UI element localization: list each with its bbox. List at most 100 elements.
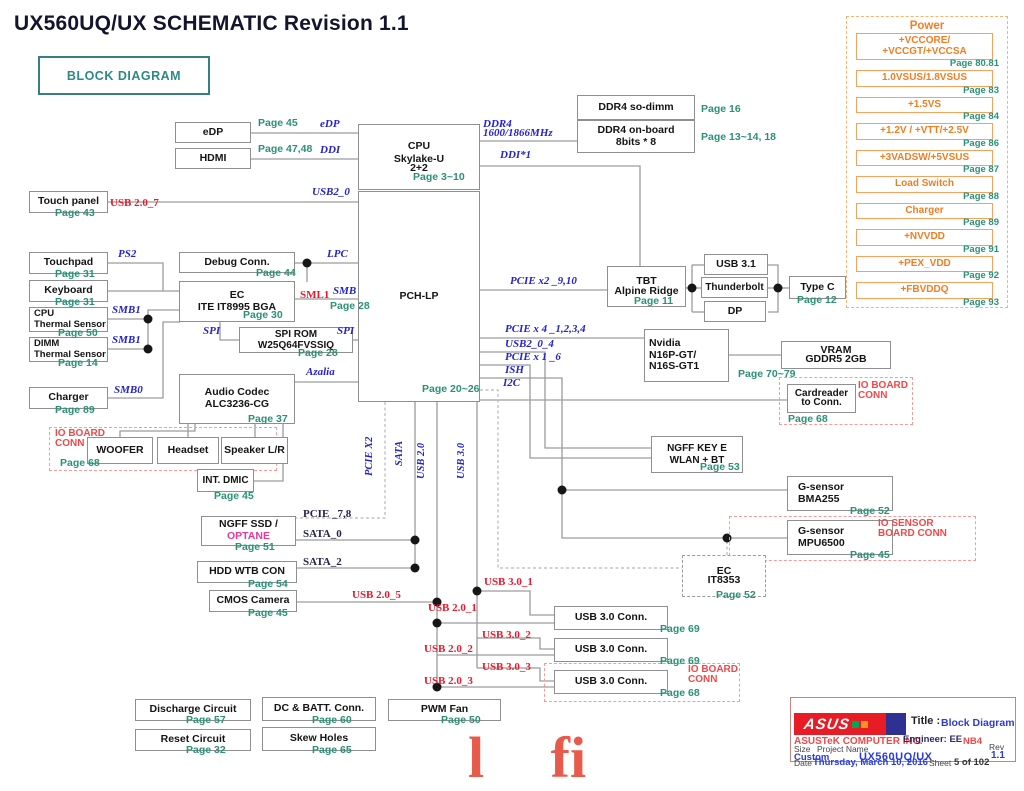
audio-codec-block: Audio Codec ALC3236-CG (179, 374, 295, 424)
size-label: Size (794, 744, 811, 754)
page-ref: Page 37 (248, 413, 288, 425)
page-ref: Page 12 (797, 294, 837, 306)
bus-edp: eDP (320, 118, 340, 130)
usb30-conn1-block: USB 3.0 Conn. (554, 606, 668, 630)
project-name-label: Project Name (817, 744, 869, 754)
block-diagram-legend: BLOCK DIAGRAM (38, 56, 210, 95)
spi-rom-block: SPI ROM W25Q64FVSSIQ (239, 327, 353, 353)
touchpad-block: Touchpad (29, 252, 108, 274)
page-ref: Page 28 (330, 300, 370, 312)
page-ref: Page 44 (256, 267, 296, 279)
page-ref: Page 14 (58, 357, 98, 369)
page-ref: Page 89 (55, 404, 95, 416)
schematic-wires (108, 132, 789, 692)
sheet-label: Sheet (929, 758, 952, 768)
page-title: UX560UQ/UX SCHEMATIC Revision 1.1 (14, 12, 409, 35)
rev-value: 1.1 (991, 750, 1005, 761)
usb30-conn2-block: USB 3.0 Conn. (554, 638, 668, 662)
power-rail: Charger (856, 202, 993, 219)
ngff-ssd-label: NGFF SSD / (219, 518, 278, 531)
bus-pcie-x2-vertical: PCIE X2 (364, 436, 375, 476)
bus-ddi: DDI (320, 144, 341, 156)
usb31-block: USB 3.1 (704, 254, 768, 275)
power-rail: +PEX_VDD (856, 255, 993, 272)
page-ref: Page 52 (850, 505, 890, 517)
dc-batt-conn-block: DC & BATT. Conn. (262, 697, 376, 721)
page-ref: Page 53 (700, 461, 740, 473)
watermark-left-glyph: l (468, 725, 485, 790)
page-ref: Page 31 (55, 268, 95, 280)
dimm-thermal-sensor-block: DIMM Thermal Sensor (29, 337, 108, 362)
power-rail-page: Page 92 (963, 270, 999, 281)
asus-logo: ASUS (794, 713, 906, 735)
cpu-label: CPU (407, 139, 431, 152)
page-ref: Page 65 (312, 744, 352, 756)
page-ref: Page 51 (235, 541, 275, 553)
page-ref: Page 31 (55, 296, 95, 308)
gsensor-mpu6500-block: G-sensor MPU6500 (787, 520, 893, 555)
power-rail: +1.5VS (856, 96, 993, 113)
speaker-block: Speaker L/R (221, 437, 288, 464)
keyboard-block: Keyboard (29, 280, 108, 302)
bus-sata-0: SATA_0 (303, 528, 342, 540)
bus-ish: ISH (505, 364, 524, 376)
page-ref: Page 11 (634, 295, 674, 307)
thunderbolt-block: Thunderbolt (701, 277, 768, 298)
pch-block: PCH-LP (358, 191, 480, 402)
title-label: Title : (911, 715, 941, 727)
bus-pcie-x4: PCIE x 4 _1,2,3,4 (505, 323, 586, 335)
page-ref: Page 50 (58, 327, 98, 339)
power-rail-page: Page 89 (963, 217, 999, 228)
nb-label: NB4 (963, 736, 983, 747)
power-rail-page: Page 93 (963, 296, 999, 308)
power-rail-page: Page 86 (963, 137, 999, 149)
power-rail: +FBVDDQ (856, 282, 993, 299)
ec-main-block: EC ITE IT8995 BGA (179, 281, 295, 322)
page-ref: Page 68 (788, 413, 828, 425)
page-ref: Page 70~79 (738, 368, 796, 380)
ec-it8353-block: EC IT8353 (682, 555, 766, 597)
ngff-ssd-block: NGFF SSD / OPTANE (201, 516, 296, 546)
audio-io-board-conn-label: IO BOARD CONN (55, 428, 105, 450)
page-ref: Page 13~14, 18 (701, 131, 777, 143)
bus-usb2-0-5: USB 2.0_5 (352, 589, 401, 601)
cardreader-io-board-conn-outline (779, 377, 913, 425)
logo-orange-square (860, 720, 868, 728)
cpu-thermal-sensor-block: CPU Thermal Sensor (29, 307, 108, 332)
bus-pcie-7-8: PCIE _7,8 (303, 508, 352, 520)
page-ref: Page 30 (243, 309, 283, 321)
page-ref: Page 45 (850, 549, 890, 561)
charger-block: Charger (29, 387, 108, 409)
page-ref: Page 68 (60, 457, 100, 469)
bus-i2c: I2C (503, 377, 521, 389)
page-ref: Page 45 (258, 117, 298, 129)
logo-blue-block (886, 713, 906, 735)
rev-label: Rev (989, 742, 1005, 752)
page-ref: Page 20~26 (422, 383, 480, 395)
bus-usb30-vertical: USB 3.0 (456, 442, 467, 479)
bus-usb2-0: USB2_0 (312, 186, 350, 198)
asus-logo-text: ASUS (802, 715, 852, 733)
cpu-sublabel: Skylake-U 2+2 (393, 152, 445, 174)
discharge-circuit-block: Discharge Circuit (135, 699, 251, 721)
int-dmic-block: INT. DMIC (197, 469, 254, 492)
bus-lpc: LPC (327, 248, 348, 260)
logo-green-square (851, 720, 859, 728)
ddr4-onboard-block: DDR4 on-board 8bits * 8 (577, 120, 695, 153)
power-rail-page: Page 88 (963, 190, 999, 202)
bus-spi-left: SPI (203, 325, 221, 337)
bus-sata-2: SATA_2 (303, 556, 342, 568)
power-rail: 1.0VSUS/1.8VSUS (856, 70, 993, 87)
bus-usb2-0-2: USB 2.0_2 (424, 643, 473, 655)
optane-label: OPTANE (227, 530, 270, 542)
bus-smb: SMB (333, 285, 357, 297)
bus-usb3-0-3: USB 3.0_3 (482, 661, 531, 673)
page-ref: Page 57 (186, 714, 226, 726)
usb-io-board-conn-label: IO BOARD CONN (688, 664, 738, 686)
power-header: Power (909, 20, 945, 32)
date-value: Thursday, March 10, 2016 (813, 757, 928, 768)
power-rail-page: Page 91 (963, 243, 999, 255)
page-ref: Page 16 (701, 103, 741, 115)
power-rail: +NVVDD (856, 229, 993, 246)
power-rail-panel: Power +VCCORE/ +VCCGT/+VCCSA Page 80.81 … (846, 16, 1008, 308)
